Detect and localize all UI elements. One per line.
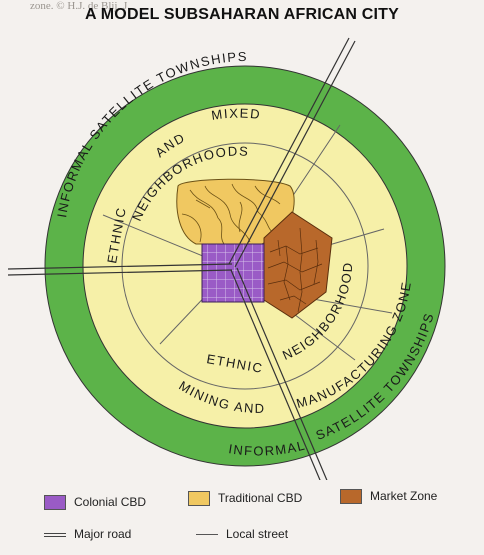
legend-label-major-road: Major road	[74, 527, 132, 541]
market-zone	[263, 211, 333, 319]
legend-swatch-local-street	[196, 534, 218, 535]
label-mixed: MIXED	[210, 106, 262, 123]
city-model-diagram: INFORMAL SATELLITE TOWNSHIPS SATELLITE T…	[0, 0, 446, 480]
legend-swatch-colonial-cbd	[44, 495, 66, 510]
legend-swatch-market-zone	[340, 489, 362, 504]
legend-label-colonial-cbd: Colonial CBD	[74, 495, 147, 509]
major-road-west	[7, 263, 233, 276]
legend-label-market-zone: Market Zone	[370, 489, 438, 503]
caption-fragment: zone. © H.J. de Blij, J.	[30, 0, 131, 12]
legend-swatch-major-road	[44, 533, 66, 537]
colonial-cbd	[201, 243, 265, 303]
major-road-northeast	[228, 37, 356, 268]
legend-label-local-street: Local street	[226, 527, 289, 541]
legend-label-traditional-cbd: Traditional CBD	[218, 491, 303, 505]
major-roads	[7, 37, 356, 480]
legend-swatch-traditional-cbd	[188, 491, 210, 506]
diagram-title: A MODEL SUBSAHARAN AFRICAN CITY	[84, 6, 400, 23]
major-road-southeast	[230, 267, 328, 480]
